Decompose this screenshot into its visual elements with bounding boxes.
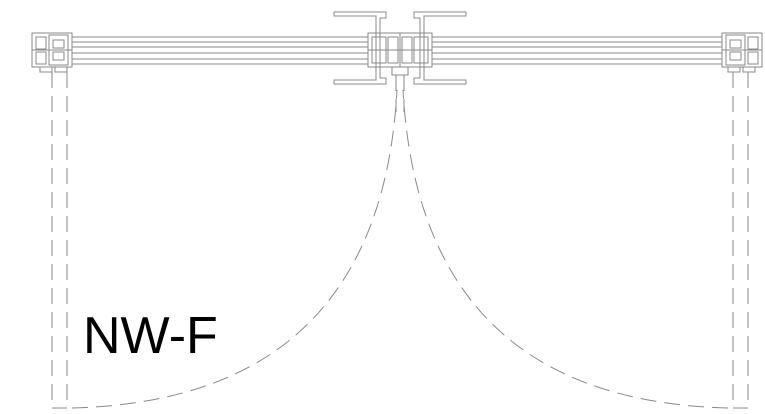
right-pull-handle [413, 11, 467, 85]
right-jamb-profile [721, 32, 763, 73]
door-type-label: NW-F [83, 307, 218, 365]
door-leaves-open [51, 72, 749, 409]
center-mullion [367, 32, 433, 76]
left-jamb-profile [31, 32, 73, 73]
top-rail [72, 36, 722, 65]
left-pull-handle [333, 11, 387, 85]
swing-arcs [71, 89, 729, 409]
